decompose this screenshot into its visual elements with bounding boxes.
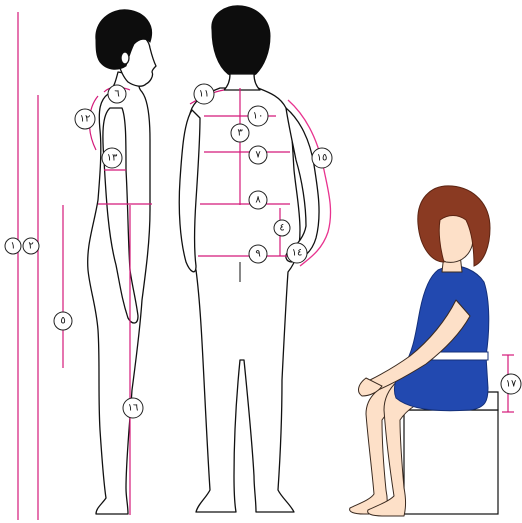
marker-14: ١٤ bbox=[287, 243, 307, 263]
back-hair bbox=[212, 6, 270, 77]
svg-text:١٠: ١٠ bbox=[253, 111, 264, 122]
marker-10: ١٠ bbox=[248, 106, 268, 126]
seated-child-figure bbox=[350, 186, 514, 516]
marker-13: ١٣ bbox=[102, 148, 122, 168]
marker-11: ١١ bbox=[194, 84, 214, 104]
svg-text:١٦: ١٦ bbox=[128, 403, 139, 414]
marker-9: ٩ bbox=[249, 245, 267, 263]
svg-text:٨: ٨ bbox=[255, 195, 261, 206]
marker-3: ٣ bbox=[231, 124, 249, 142]
svg-text:١٤: ١٤ bbox=[292, 248, 303, 259]
svg-text:١٣: ١٣ bbox=[107, 153, 118, 164]
svg-text:٦: ٦ bbox=[114, 89, 119, 100]
svg-text:١١: ١١ bbox=[199, 89, 210, 100]
marker-7: ٧ bbox=[249, 146, 267, 164]
svg-text:١: ١ bbox=[10, 241, 15, 252]
svg-text:٩: ٩ bbox=[255, 249, 260, 260]
marker-12: ١٢ bbox=[75, 109, 95, 129]
marker-8: ٨ bbox=[249, 191, 267, 209]
marker-6: ٦ bbox=[108, 85, 126, 103]
side-ear bbox=[121, 52, 129, 64]
marker-2: ٢ bbox=[23, 238, 39, 254]
side-view-figure bbox=[88, 10, 156, 515]
svg-text:٧: ٧ bbox=[255, 150, 261, 161]
seat-box-front bbox=[404, 410, 498, 514]
svg-text:١٧: ١٧ bbox=[506, 379, 517, 390]
svg-text:٥: ٥ bbox=[60, 316, 65, 327]
marker-4: ٤ bbox=[274, 220, 290, 236]
marker-17: ١٧ bbox=[501, 374, 521, 394]
svg-text:٢: ٢ bbox=[28, 241, 33, 252]
svg-text:٣: ٣ bbox=[237, 128, 243, 139]
back-neck bbox=[224, 74, 260, 90]
marker-5: ٥ bbox=[54, 312, 72, 330]
marker-1: ١ bbox=[5, 238, 21, 254]
marker-16: ١٦ bbox=[123, 398, 143, 418]
svg-text:٤: ٤ bbox=[279, 223, 284, 234]
svg-text:١٥: ١٥ bbox=[317, 153, 328, 164]
height-lines bbox=[18, 12, 63, 520]
svg-text:١٢: ١٢ bbox=[80, 114, 91, 125]
marker-15: ١٥ bbox=[312, 148, 332, 168]
